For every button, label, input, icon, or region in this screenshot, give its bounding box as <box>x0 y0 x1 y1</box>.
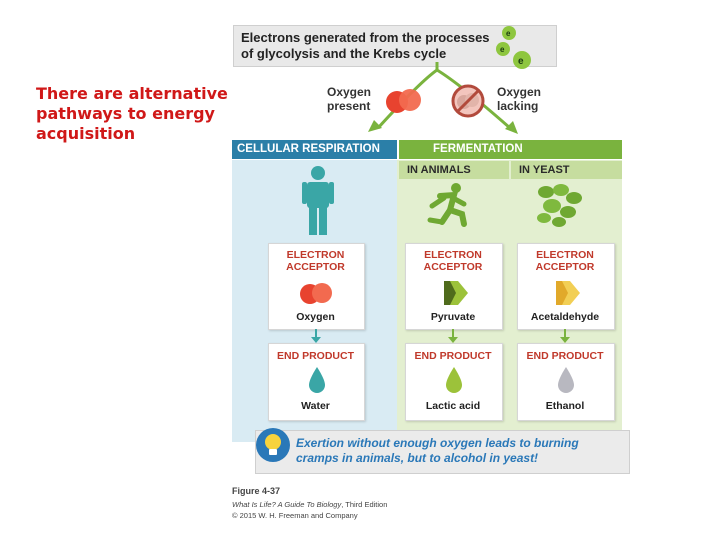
electron-icons: e e e <box>496 26 531 69</box>
callout-line: Exertion without enough oxygen leads to … <box>296 436 579 450</box>
acceptor-label: Acetaldehyde <box>530 311 600 323</box>
arrow-icon <box>368 120 382 132</box>
oxygen-present-label: Oxygen present <box>327 85 371 113</box>
svg-text:e: e <box>518 56 524 67</box>
acetaldehyde-icon <box>556 281 580 305</box>
drop-icon <box>309 367 325 393</box>
product-title: END PRODUCT <box>526 350 604 362</box>
electron-source-line: Electrons generated from the processes <box>241 30 490 45</box>
oxygen-molecule-icon <box>300 283 332 304</box>
callout-line: cramps in animals, but to alcohol in yea… <box>296 451 539 465</box>
respiration-header: CELLULAR RESPIRATION <box>232 140 397 159</box>
product-title: END PRODUCT <box>414 350 492 362</box>
acceptor-label: Pyruvate <box>430 311 476 323</box>
product-label: Ethanol <box>545 400 585 412</box>
yeast-cells-icon <box>537 184 582 227</box>
drop-icon <box>558 367 574 393</box>
arrow-icon <box>505 121 518 134</box>
product-card-ethanol <box>517 343 615 421</box>
electron-source-line: of glycolysis and the Krebs cycle <box>241 46 447 61</box>
oxygen-present-line: Oxygen <box>327 85 372 99</box>
electron-source-text: Electrons generated from the processes o… <box>241 30 491 62</box>
electron-icon: e <box>513 51 531 69</box>
acceptor-title: ELECTRON ACCEPTOR <box>405 249 501 273</box>
side-note-line: There are alternative <box>36 84 228 103</box>
pyruvate-icon <box>444 281 468 305</box>
yeast-header: IN YEAST <box>511 161 622 179</box>
acceptor-title-line: ELECTRON <box>424 249 482 261</box>
running-person-icon <box>427 183 467 227</box>
electron-icon: e <box>496 42 510 56</box>
arrow-icon <box>448 329 458 343</box>
no-oxygen-icon <box>451 84 485 118</box>
product-label: Water <box>301 400 330 412</box>
acceptor-title-line: ACCEPTOR <box>535 261 595 273</box>
arrow-icon <box>311 329 321 343</box>
oxygen-molecule-icon <box>386 89 421 113</box>
acceptor-title-line: ELECTRON <box>286 249 345 261</box>
oxygen-present-line: present <box>327 99 371 113</box>
oxygen-lacking-label: Oxygen lacking <box>497 85 541 113</box>
acceptor-title: ELECTRON ACCEPTOR <box>517 249 613 273</box>
callout-box <box>255 430 630 474</box>
person-icon <box>302 166 334 235</box>
drop-icon <box>446 367 462 393</box>
copyright: © 2015 W. H. Freeman and Company <box>232 511 358 520</box>
oxygen-lacking-line: lacking <box>497 99 539 113</box>
acceptor-title-line: ELECTRON <box>536 249 594 261</box>
oxygen-lacking-line: Oxygen <box>497 85 542 99</box>
side-note-line: pathways to energy <box>36 104 215 123</box>
book-title: What Is Life? A Guide To Biology <box>232 500 342 509</box>
acceptor-label: Oxygen <box>296 311 335 323</box>
acceptor-title: ELECTRON ACCEPTOR <box>268 249 363 273</box>
svg-text:e: e <box>500 45 505 54</box>
animals-header: IN ANIMALS <box>399 161 509 179</box>
book-edition: , Third Edition <box>341 500 388 509</box>
figure-number: Figure 4-37 <box>232 486 281 496</box>
callout-text: Exertion without enough oxygen leads to … <box>296 436 626 466</box>
side-note-line: acquisition <box>36 124 136 143</box>
lightbulb-icon <box>256 428 290 462</box>
arrow-icon <box>560 329 570 343</box>
electron-icon: e <box>502 26 516 40</box>
acceptor-title-line: ACCEPTOR <box>286 261 345 273</box>
book-credit: What Is Life? A Guide To Biology, Third … <box>232 500 387 510</box>
fermentation-header: FERMENTATION <box>399 140 622 159</box>
acceptor-title-line: ACCEPTOR <box>423 261 483 273</box>
product-label: Lactic acid <box>425 400 481 412</box>
product-title: END PRODUCT <box>276 350 354 362</box>
svg-text:e: e <box>506 29 511 38</box>
side-note: There are alternative pathways to energy… <box>36 84 236 144</box>
